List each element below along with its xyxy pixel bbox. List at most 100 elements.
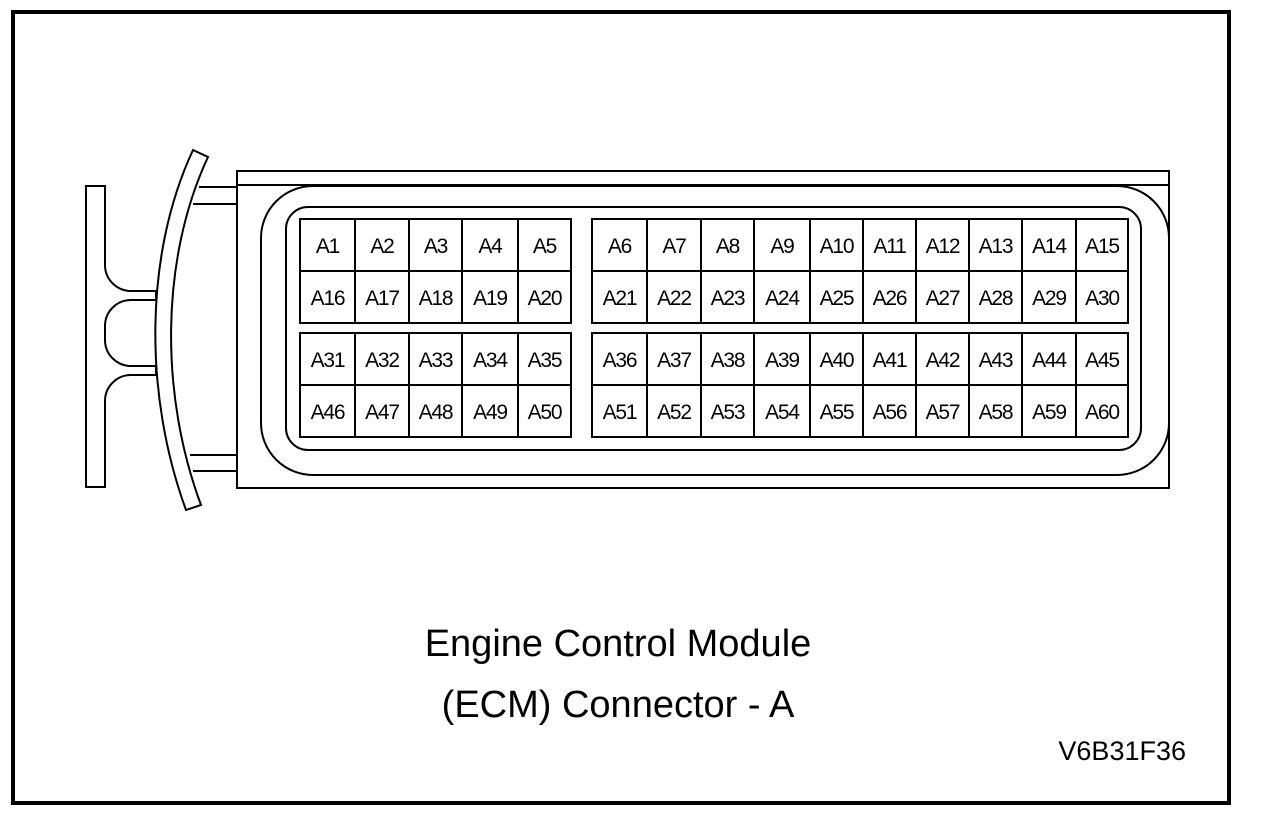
pin-cell: A1 (299, 218, 356, 272)
pin-label: A52 (657, 401, 691, 424)
pin-cell: A9 (753, 218, 811, 272)
pin-cell: A55 (809, 384, 864, 438)
pin-label: A53 (711, 401, 745, 424)
pin-cell: A19 (461, 270, 519, 324)
pin-label: A17 (365, 287, 399, 310)
caption-line-2: (ECM) Connector - A (442, 684, 795, 726)
pin-cell: A56 (862, 384, 917, 438)
pin-label: A41 (873, 349, 907, 372)
pin-cell-border (517, 384, 572, 438)
pin-cell: A22 (646, 270, 702, 324)
pin-label: A58 (979, 401, 1013, 424)
figure-id: V6B31F36 (1058, 736, 1186, 766)
pin-label: A39 (765, 349, 799, 372)
pin-cell: A30 (1075, 270, 1129, 324)
pin-cell: A35 (517, 332, 572, 386)
pin-label: A49 (473, 401, 507, 424)
pin-cell: A21 (591, 270, 648, 324)
pin-label: A21 (603, 287, 637, 310)
pin-label: A27 (926, 287, 960, 310)
pin-cell: A4 (461, 218, 519, 272)
pin-label: A51 (603, 401, 637, 424)
pin-label: A11 (873, 235, 906, 258)
pin-cell: A31 (299, 332, 356, 386)
pin-cell: A37 (646, 332, 702, 386)
pin-cell: A18 (408, 270, 463, 324)
pin-cell: A5 (517, 218, 572, 272)
pin-cell: A10 (809, 218, 864, 272)
pin-cell: A34 (461, 332, 519, 386)
pin-label: A28 (979, 287, 1013, 310)
pin-label: A38 (711, 349, 745, 372)
pin-label: A20 (528, 287, 562, 310)
pin-cell: A46 (299, 384, 356, 438)
pin-label: A15 (1085, 235, 1119, 258)
pin-label: A2 (370, 235, 394, 258)
pin-label: A16 (311, 287, 345, 310)
pin-label: A25 (820, 287, 854, 310)
pin-cell: A32 (354, 332, 410, 386)
pin-label: A3 (424, 235, 448, 258)
pin-label: A57 (926, 401, 960, 424)
caption-line-1: Engine Control Module (425, 623, 812, 665)
pin-cell: A7 (646, 218, 702, 272)
pin-cell: A38 (700, 332, 755, 386)
pin-label: A43 (979, 349, 1013, 372)
pin-label: A18 (419, 287, 453, 310)
pin-label: A6 (608, 235, 632, 258)
pin-cell-border (1075, 270, 1129, 324)
pin-label: A12 (926, 235, 960, 258)
pin-cell: A43 (968, 332, 1023, 386)
pin-cell: A25 (809, 270, 864, 324)
pin-label: A7 (662, 235, 686, 258)
pin-label: A36 (603, 349, 637, 372)
pin-label: A5 (533, 235, 557, 258)
pin-label: A47 (365, 401, 399, 424)
pin-label: A60 (1085, 401, 1119, 424)
pin-label: A31 (311, 349, 345, 372)
pin-label: A13 (979, 235, 1013, 258)
pin-cell: A44 (1021, 332, 1077, 386)
pin-cell: A17 (354, 270, 410, 324)
pin-cell: A28 (968, 270, 1023, 324)
pin-label: A8 (716, 235, 740, 258)
pin-cell: A20 (517, 270, 572, 324)
pin-cell: A53 (700, 384, 755, 438)
pin-cell: A2 (354, 218, 410, 272)
pin-cell: A12 (915, 218, 970, 272)
pin-cell: A23 (700, 270, 755, 324)
pin-cell: A33 (408, 332, 463, 386)
pin-label: A10 (820, 235, 854, 258)
pin-label: A29 (1032, 287, 1066, 310)
pin-label: A34 (473, 349, 508, 372)
pin-cell: A60 (1075, 384, 1129, 438)
pin-label: A26 (873, 287, 907, 310)
pin-cell: A45 (1075, 332, 1129, 386)
pin-cell: A36 (591, 332, 648, 386)
pin-cell: A15 (1075, 218, 1129, 272)
pin-cell: A11 (862, 218, 917, 272)
pin-label: A59 (1032, 401, 1066, 424)
pin-label: A55 (820, 401, 854, 424)
pin-label: A45 (1085, 349, 1119, 372)
pin-cell: A52 (646, 384, 702, 438)
pin-label: A54 (765, 401, 800, 424)
pin-cell: A58 (968, 384, 1023, 438)
pin-cell: A29 (1021, 270, 1077, 324)
pin-label: A56 (873, 401, 907, 424)
pin-cell: A26 (862, 270, 917, 324)
pin-cell: A47 (354, 384, 410, 438)
pin-label: A30 (1085, 287, 1119, 310)
pin-cell: A24 (753, 270, 811, 324)
pin-label: A9 (770, 235, 794, 258)
pin-cell: A27 (915, 270, 970, 324)
pin-label: A33 (419, 349, 453, 372)
pin-label: A42 (926, 349, 960, 372)
connector-housing (236, 170, 1170, 489)
pin-label: A46 (311, 401, 345, 424)
pin-cell: A40 (809, 332, 864, 386)
connector-latch (85, 148, 237, 512)
